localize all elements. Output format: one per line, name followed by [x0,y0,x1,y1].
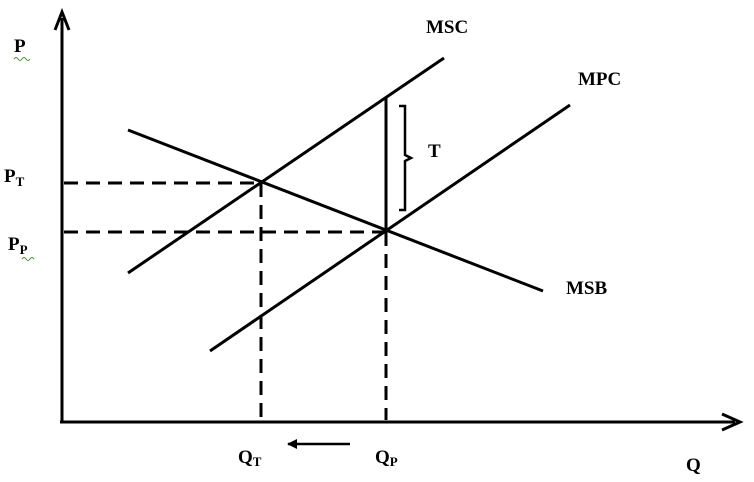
mpc-curve [209,103,571,353]
x-axis-label: Q [686,455,701,476]
msc-label: MSC [426,17,468,38]
x-axis-arrowhead [721,412,744,432]
tax-brace [399,104,414,212]
pp-label: PP [8,234,28,257]
qt-label: QT [238,447,262,469]
msb-label: MSB [566,278,608,299]
msc-curve [127,56,445,275]
spellcheck-underline-y [13,57,31,61]
y-axis-label: P [14,36,26,57]
mpc-label: MPC [578,69,621,90]
qp-label: QP [375,447,398,469]
msb-curve [127,128,544,293]
spellcheck-underline-pp [21,257,35,261]
y-axis-arrowhead [53,7,71,31]
pt-label: PT [4,166,25,189]
tax-label: T [428,141,441,162]
